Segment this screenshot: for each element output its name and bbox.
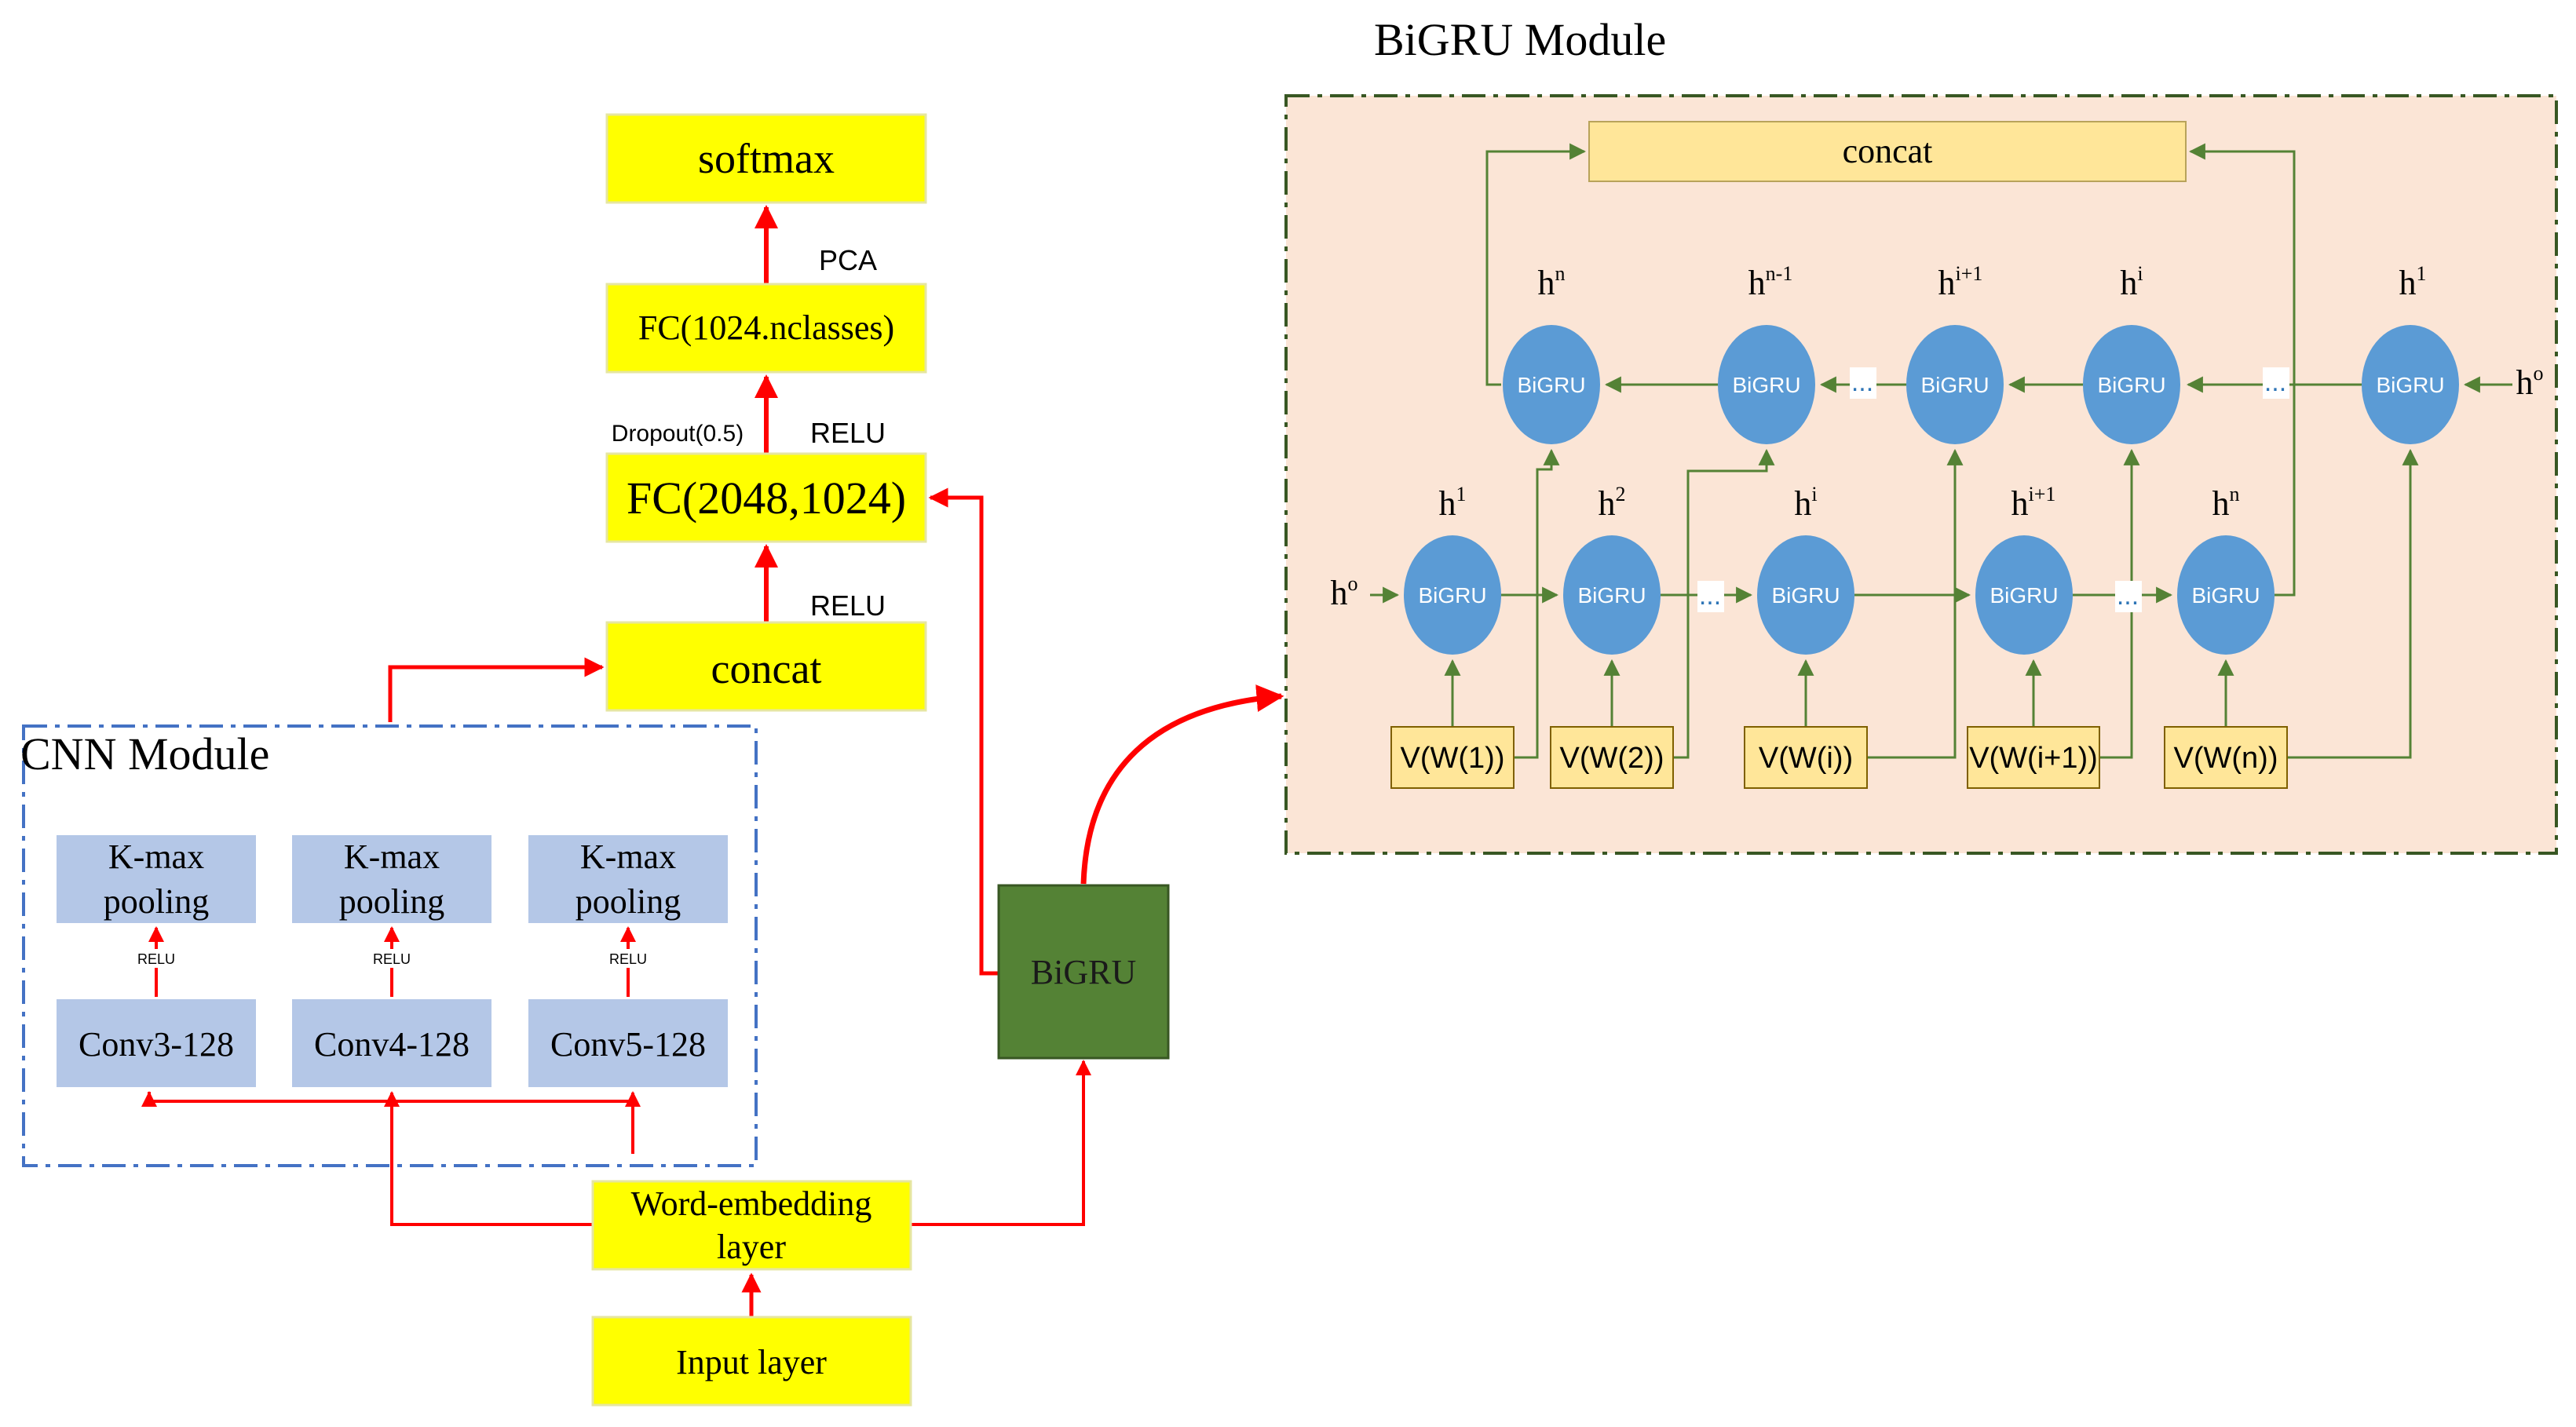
- input-layer: Input layer: [591, 1316, 912, 1407]
- concat-layer: concat: [605, 621, 927, 712]
- inputn-to-top: [2287, 448, 2419, 759]
- top-bigru-node-3-label: BiGRU: [1920, 373, 1989, 397]
- svg-text:Word-embedding: Word-embedding: [631, 1184, 872, 1223]
- module-concat-bar: [1588, 121, 2187, 182]
- fc-nclasses-layer: FC(1024.nclasses): [605, 283, 927, 374]
- bottom-bigru-node-1: [1404, 535, 1501, 655]
- svg-text:Conv5-128: Conv5-128: [550, 1025, 706, 1064]
- fc-nclasses-label: FC(1024.nclasses): [638, 308, 894, 347]
- pca-label: PCA: [819, 244, 877, 276]
- bottom-bigru-node-2: [1563, 535, 1661, 655]
- relu-label-1: RELU: [137, 951, 175, 967]
- top-bigru-node-5-label: BiGRU: [2376, 373, 2444, 397]
- top-bigru-node-1: [1503, 325, 1600, 444]
- top-h0-label: ho: [2516, 362, 2544, 402]
- bottom-bigru-node-2-label: BiGRU: [1577, 583, 1646, 608]
- fc-2048-label: FC(2048,1024): [627, 473, 906, 524]
- top-ellipsis-1-bg: [1850, 367, 1876, 399]
- bottom-bigru-node-4: [1975, 535, 2073, 655]
- bottom-bigru-node-5-label: BiGRU: [2191, 583, 2260, 608]
- bot-ellipsis-2: ...: [2117, 581, 2139, 611]
- module-concat-label: concat: [1843, 132, 1933, 170]
- svg-text:Conv4-128: Conv4-128: [314, 1025, 470, 1064]
- fc-2048-layer: FC(2048,1024): [605, 452, 927, 543]
- cnn-module-border: [22, 724, 758, 1167]
- bot-ellipsis-1: ...: [1699, 581, 1721, 611]
- bigru-module: concat ............ BiGRU BiGRU BiGRU BiGRU B…: [1284, 94, 2558, 855]
- input1-to-top: [1514, 448, 1560, 759]
- top-bigru-node-4-label: BiGRU: [2097, 373, 2165, 397]
- softmax-label: softmax: [698, 135, 835, 182]
- svg-text:pooling: pooling: [575, 882, 681, 921]
- input-vw-1: [1390, 726, 1515, 789]
- conv4-128: Conv4-128: [292, 999, 491, 1087]
- arrow-bigru-to-module: [1080, 684, 1284, 885]
- word-embedding-layer: Word-embedding layer: [591, 1180, 912, 1271]
- bottom-bigru-node-4-label: BiGRU: [1990, 583, 2058, 608]
- relu-label-3: RELU: [609, 951, 647, 967]
- svg-text:Conv3-128: Conv3-128: [79, 1025, 234, 1064]
- bottom-h0-label: ho: [1331, 572, 1358, 612]
- top-bigru-node-4: [2083, 325, 2180, 444]
- svg-text:layer: layer: [717, 1228, 786, 1266]
- kmax-pool-2: K-max pooling: [292, 835, 491, 923]
- input-vw-2: [1550, 726, 1674, 789]
- embedding-to-cnn: [390, 1154, 593, 1226]
- relu-label-2: RELU: [373, 951, 411, 967]
- bottom-bigru-node-3-label: BiGRU: [1771, 583, 1840, 608]
- arrow-bigru-to-fc2048: [928, 487, 999, 976]
- concat-label: concat: [711, 645, 822, 692]
- input-vw-2-label: V(W(2)): [1560, 742, 1664, 775]
- dropout-label: Dropout(0.5): [612, 421, 744, 447]
- relu-top-label: RELU: [810, 417, 886, 449]
- cnn-module: CNN Module K-max pooling K-max pooling K…: [20, 724, 758, 1167]
- svg-text:Input layer: Input layer: [676, 1343, 827, 1381]
- input-vw-3: [1744, 726, 1868, 789]
- top-to-concat: [1485, 143, 1587, 386]
- bot-ellipsis-1-bg: [1697, 581, 1724, 612]
- relu-mid-label: RELU: [810, 589, 886, 622]
- kmax-pool-1: K-max pooling: [57, 835, 256, 923]
- top-bigru-node-5: [2362, 325, 2459, 444]
- cnn-module-title: CNN Module: [20, 728, 269, 779]
- bottom-bigru-node-1-label: BiGRU: [1418, 583, 1486, 608]
- conv5-128: Conv5-128: [528, 999, 728, 1087]
- input-vw-3-label: V(W(i)): [1759, 742, 1853, 775]
- top-bigru-node-2: [1718, 325, 1815, 444]
- input2-to-top: [1673, 448, 1775, 759]
- input3-to-top: [1867, 448, 1964, 759]
- bottom-to-concat: [2188, 143, 2296, 597]
- svg-text:K-max: K-max: [344, 838, 440, 876]
- input-vw-4: [1967, 726, 2100, 789]
- bot-ellipsis-2-bg: [2115, 581, 2142, 612]
- top-bigru-node-2-label: BiGRU: [1732, 373, 1800, 397]
- bigru-module-title: BiGRU Module: [1374, 14, 1666, 65]
- svg-text:K-max: K-max: [580, 838, 676, 876]
- svg-text:BiGRU: BiGRU: [1031, 953, 1136, 991]
- arrow-cnn-to-concat: [388, 657, 605, 722]
- input-vw-5: [2164, 726, 2288, 789]
- input4-to-top: [2099, 448, 2140, 759]
- bottom-bigru-node-3: [1757, 535, 1854, 655]
- svg-text:K-max: K-max: [108, 838, 204, 876]
- top-ellipsis-2: ...: [2264, 367, 2286, 397]
- conv3-128: Conv3-128: [57, 999, 256, 1087]
- svg-text:pooling: pooling: [104, 882, 209, 921]
- softmax-layer: softmax: [605, 113, 927, 204]
- top-bigru-node-3: [1906, 325, 2004, 444]
- arrow-embedding-to-bigru: [911, 1060, 1091, 1226]
- input-vw-4-label: V(W(i+1)): [1969, 742, 2098, 775]
- bottom-bigru-node-5: [2177, 535, 2275, 655]
- kmax-pool-3: K-max pooling: [528, 835, 728, 923]
- input-vw-1-label: V(W(1)): [1401, 742, 1505, 775]
- svg-text:pooling: pooling: [339, 882, 444, 921]
- top-bigru-node-1-label: BiGRU: [1517, 373, 1585, 397]
- top-ellipsis-2-bg: [2263, 367, 2289, 399]
- input-vw-5-label: V(W(n)): [2174, 742, 2278, 775]
- bigru-block: BiGRU: [997, 884, 1170, 1060]
- top-ellipsis-1: ...: [1851, 367, 1873, 397]
